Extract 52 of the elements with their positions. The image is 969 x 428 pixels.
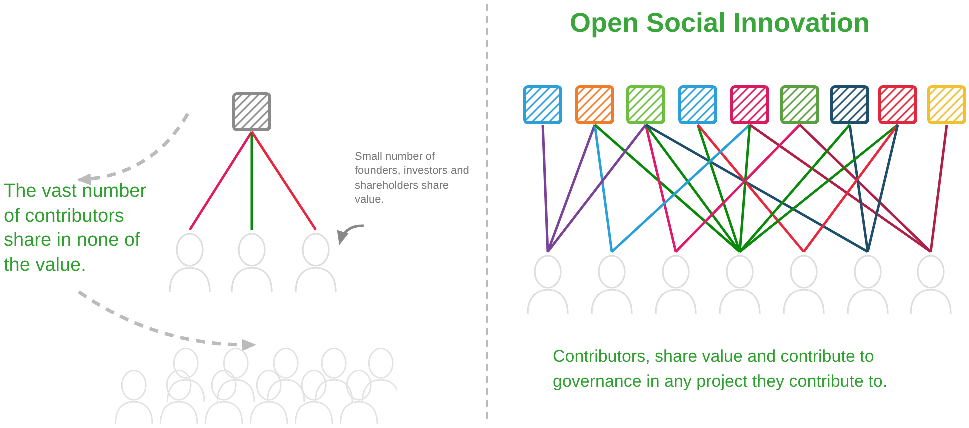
connector-line [675, 124, 801, 253]
connector-line [594, 124, 614, 252]
annotation-text: Small number of founders, investors and shareholders share value. [355, 150, 477, 208]
connector-line [611, 124, 751, 253]
hatched-square [780, 85, 820, 125]
connector-line [848, 124, 870, 252]
connector-line [739, 124, 899, 253]
connector-line [749, 124, 932, 254]
hatched-square [678, 85, 718, 125]
person-outline [844, 252, 892, 314]
hatched-square [232, 92, 272, 132]
annotation-text: The vast number of contributors share in none of the value. [4, 180, 154, 279]
caption-text: Contributors, share value and contribute to governance in any project they contribute to. [553, 346, 889, 393]
hatched-square [830, 85, 870, 125]
hatched-square [626, 85, 666, 125]
person-outline [780, 252, 828, 314]
title: Open Social Innovation [570, 8, 870, 39]
connector-line [250, 131, 318, 231]
person-outline [652, 252, 700, 314]
person-outline [228, 230, 276, 292]
connector-line [188, 131, 254, 231]
person-outline [588, 252, 636, 314]
dashed-arrow [77, 113, 190, 186]
connector-line [546, 124, 596, 252]
hatched-square [730, 85, 770, 125]
connector-line [542, 124, 550, 252]
person-outline [524, 252, 572, 314]
person-outline [716, 252, 764, 314]
hatched-square [927, 85, 967, 125]
connector-line [644, 124, 678, 252]
connector-line [696, 124, 742, 252]
hatched-square [575, 85, 615, 125]
person-outline [166, 230, 214, 292]
connector-line [594, 124, 741, 253]
connector-line [547, 124, 647, 253]
connector-line [645, 124, 741, 253]
connector-line [739, 124, 851, 253]
person-outline [907, 252, 955, 314]
hatched-square [523, 85, 563, 125]
connector-line [930, 124, 948, 252]
crowd-drawing [112, 345, 397, 425]
person-outline [292, 230, 340, 292]
dashed-arrow [78, 290, 256, 351]
connector-line [803, 124, 899, 253]
connector-line [645, 124, 869, 254]
arrow [338, 224, 364, 246]
connector-line [866, 124, 900, 252]
connector-line [738, 124, 752, 252]
connector-line [697, 124, 805, 253]
connector-line [799, 124, 932, 253]
connector-line [250, 132, 254, 230]
hatched-square [878, 85, 918, 125]
